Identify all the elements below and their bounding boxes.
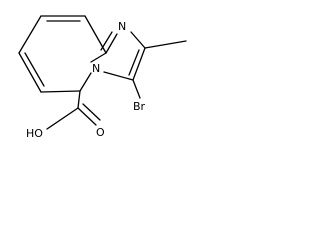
atom-label-bromine: Br [133,100,146,113]
bond-c2-methyl [144,40,187,49]
bond-c2-c3 [132,47,146,81]
bond-c8a-n1 [105,33,118,54]
bond-carboxyl-o-1 [77,107,97,126]
bond-n1-c2 [130,31,146,49]
bond-c3-br [132,79,141,99]
pyridine-ring [18,15,107,93]
bond-carboxyl-o-2 [82,103,101,121]
atom-label-n-imidazole: N [118,20,126,33]
bond-c3-n4 [103,71,134,81]
bond-c7-c8 [18,15,42,54]
atom-label-carbonyl-oxygen: O [96,126,105,139]
imidazole-ring [100,31,146,81]
bond-c5-n4 [79,72,92,92]
bond-c5-c6 [40,90,81,93]
bond-carboxyl-oh [46,107,79,130]
bond-c6-c7 [18,52,42,93]
bond-c6-c7-inner [24,52,45,87]
bond-n4-c8a [90,52,107,63]
bond-c2-c3-inner [128,49,140,76]
bond-c8a-n1-inner [100,31,113,51]
chemical-structure: N N Br HO O [18,15,187,140]
bond-c5-carboxyl [77,90,81,109]
atom-label-hydroxyl: HO [26,127,43,140]
atom-label-n-bridgehead: N [92,62,100,75]
